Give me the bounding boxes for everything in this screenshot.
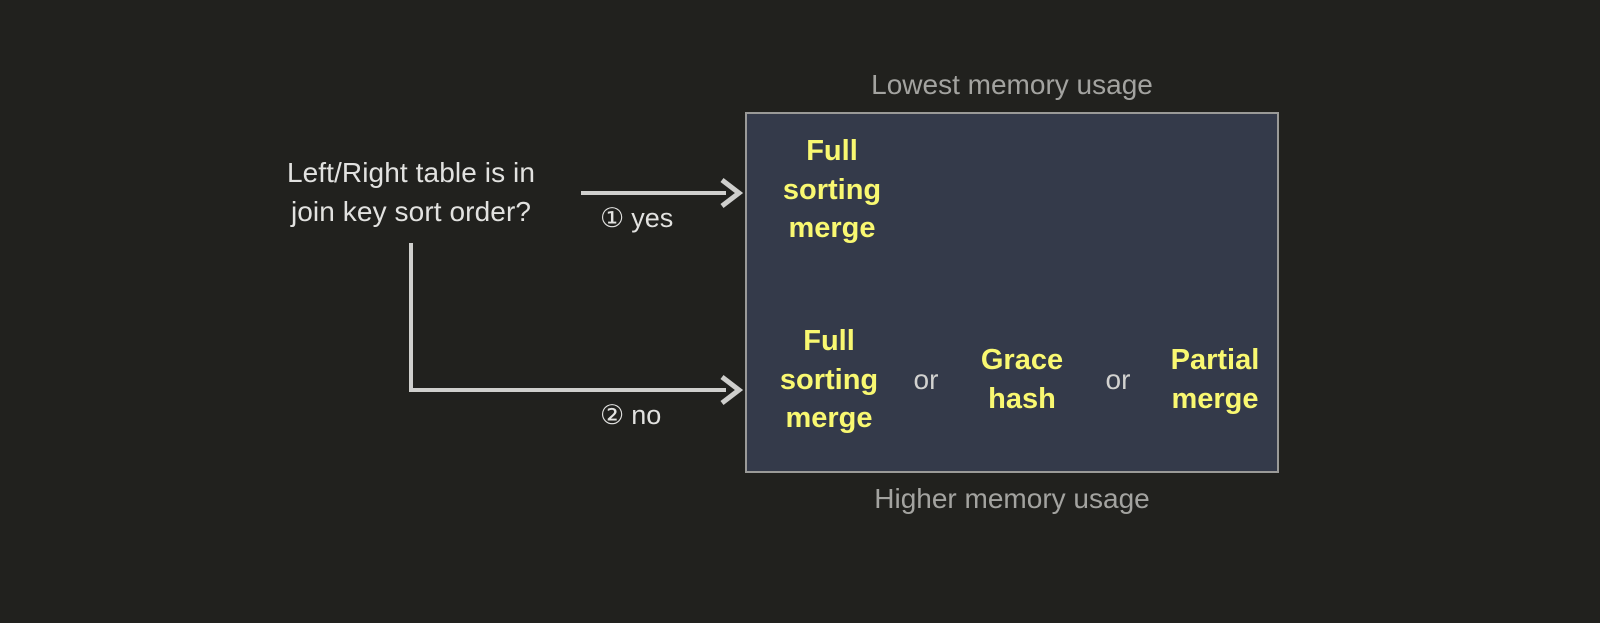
no-branch-line	[409, 243, 726, 392]
option-full-sorting-merge-unsorted: Full sorting merge	[779, 325, 879, 435]
caption-lowest-memory: Lowest memory usage	[871, 69, 1153, 100]
caption-higher-memory: Higher memory usage	[874, 483, 1150, 514]
decision-question: Left/Right table is in join key sort ord…	[286, 157, 536, 227]
option-partial-merge: Partial merge	[1170, 344, 1260, 415]
yes-arrowhead-icon	[720, 178, 744, 208]
option-grace-hash: Grace hash	[980, 344, 1064, 415]
separator-or-2: or	[1105, 363, 1131, 395]
branch-marker-1-icon: ①	[600, 203, 625, 233]
join-strategy-panel: Full sorting merge Full sorting merge or…	[745, 112, 1279, 473]
branch-marker-2-icon: ②	[600, 400, 625, 430]
branch-text-no: no	[631, 400, 662, 430]
separator-or-1: or	[913, 363, 939, 395]
sorted-input-row: Full sorting merge	[747, 132, 1287, 248]
branch-text-yes: yes	[631, 203, 674, 233]
no-arrowhead-icon	[720, 375, 744, 405]
unsorted-input-row: Full sorting merge or Grace hash or Part…	[747, 322, 1287, 438]
option-full-sorting-merge-sorted: Full sorting merge	[782, 135, 882, 245]
